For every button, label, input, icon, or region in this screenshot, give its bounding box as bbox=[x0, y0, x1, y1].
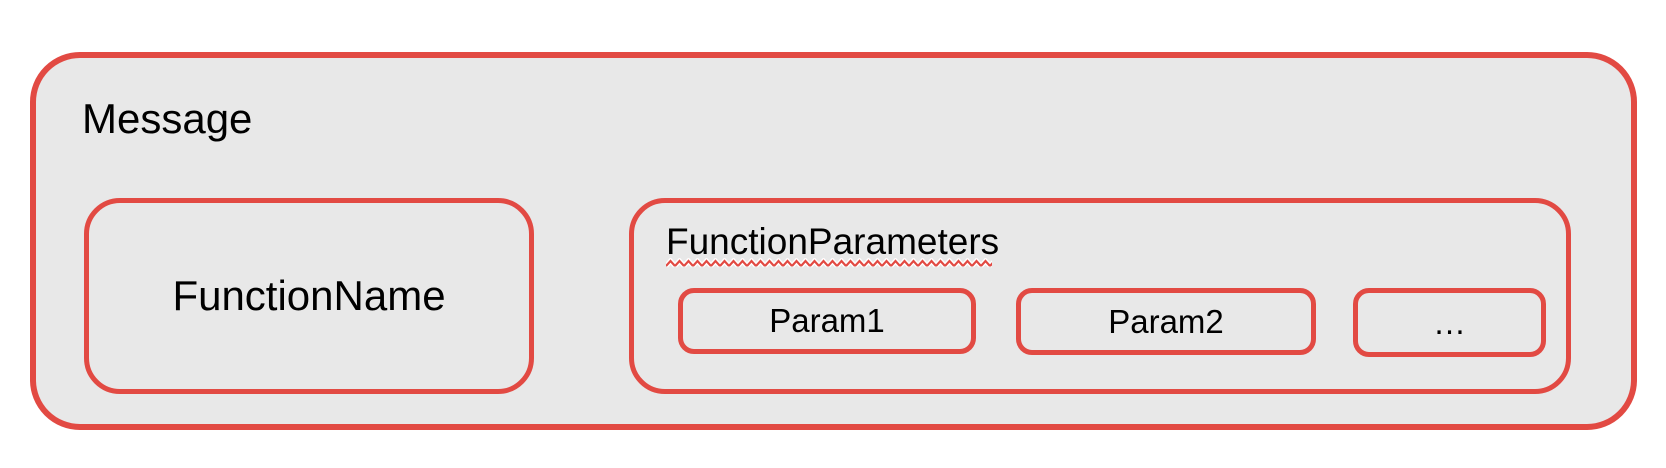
param-ellipsis-box: … bbox=[1353, 288, 1546, 357]
param1-box: Param1 bbox=[678, 288, 976, 354]
param2-label: Param2 bbox=[1108, 302, 1224, 340]
param1-label: Param1 bbox=[769, 302, 885, 339]
spellcheck-squiggle-icon bbox=[666, 258, 992, 270]
function-name-box: FunctionName bbox=[84, 198, 534, 394]
function-parameters-label: FunctionParameters bbox=[666, 221, 1000, 262]
message-box: Message FunctionName FunctionParameters bbox=[30, 52, 1637, 430]
function-name-label: FunctionName bbox=[172, 272, 446, 319]
message-label: Message bbox=[82, 95, 253, 142]
param2-box: Param2 bbox=[1016, 288, 1316, 355]
function-parameters-box: FunctionParameters Param1 Param2 bbox=[629, 198, 1571, 394]
param-ellipsis-label: … bbox=[1433, 303, 1466, 341]
